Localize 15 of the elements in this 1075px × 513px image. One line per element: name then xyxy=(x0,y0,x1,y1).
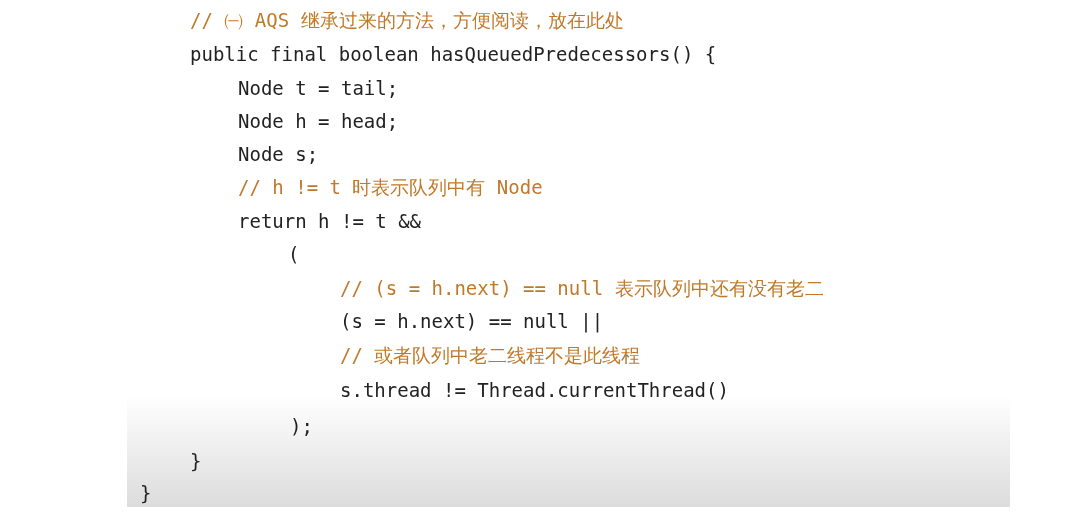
code-line: s.thread != Thread.currentThread() xyxy=(340,378,729,402)
code-line: (s = h.next) == null || xyxy=(340,309,604,333)
code-line: ( xyxy=(288,242,300,266)
code-comment: // ㈠ AQS 继承过来的方法，方便阅读，放在此处 xyxy=(190,8,624,32)
code-comment: // 或者队列中老二线程不是此线程 xyxy=(340,343,641,367)
code-line: Node t = tail; xyxy=(238,76,399,100)
code-line: } xyxy=(190,449,202,473)
code-line: } xyxy=(140,481,152,505)
code-line: return h != t && xyxy=(238,209,422,233)
code-comment: // (s = h.next) == null 表示队列中还有没有老二 xyxy=(340,276,824,300)
code-comment: // h != t 时表示队列中有 Node xyxy=(238,175,543,199)
code-line: Node h = head; xyxy=(238,109,399,133)
code-line: ); xyxy=(290,414,313,438)
code-line: Node s; xyxy=(238,142,319,166)
code-line: public final boolean hasQueuedPredecessors() { xyxy=(190,42,717,66)
